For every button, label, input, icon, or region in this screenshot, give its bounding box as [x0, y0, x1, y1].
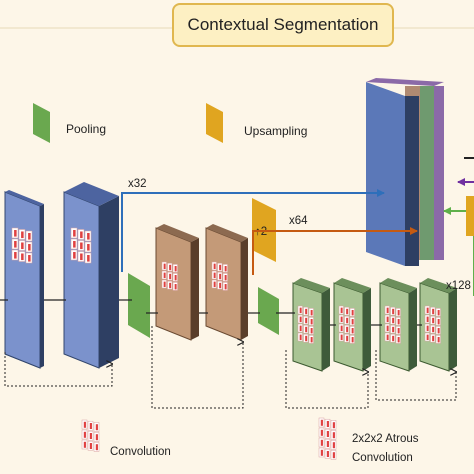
concat-output-stack	[366, 78, 474, 266]
stack-slab-green	[420, 86, 434, 260]
forward-flow-lines	[0, 299, 422, 326]
stack-slab-blue-face	[405, 96, 419, 266]
stack-slab-purple-front	[434, 86, 444, 260]
kernel-block-2	[70, 227, 92, 264]
pooling-1	[128, 273, 150, 338]
kernel-block-4	[211, 261, 228, 291]
atrous-convolution-legend-icon	[318, 417, 337, 460]
title-box: Contextual Segmentation	[172, 3, 394, 47]
upsampling-legend-label: Upsampling	[244, 124, 307, 138]
conv-block-3	[155, 224, 199, 341]
x32-label: x32	[128, 178, 147, 190]
conv-block-1	[4, 190, 44, 369]
x64-skip-arrow	[252, 227, 418, 275]
atrous-legend-label-line2: Convolution	[352, 452, 413, 464]
atrous-block-4	[419, 278, 457, 372]
kernel-atrous-2	[338, 305, 355, 344]
atrous-legend-kernel-grid	[318, 417, 337, 460]
x128-arrow	[443, 207, 474, 296]
pooling-2	[258, 287, 279, 335]
convolution-legend-label: Convolution	[110, 446, 171, 458]
upsampling-block-right-edge	[466, 196, 474, 236]
pooling-legend-label: Pooling	[66, 122, 106, 136]
stack-slab-purple	[366, 78, 444, 86]
diagram-title: Contextual Segmentation	[187, 15, 379, 34]
upsampling-legend-icon	[206, 103, 223, 143]
atrous-legend-label-line1: 2x2x2 Atrous	[352, 433, 419, 445]
convolution-legend-icon	[81, 419, 100, 452]
kernel-atrous-1	[297, 305, 314, 344]
kernel-atrous-3	[384, 305, 401, 344]
kernel-block-1	[11, 227, 33, 264]
skip-connections	[4, 326, 456, 409]
x128-label: x128	[446, 280, 471, 292]
x64-label: x64	[289, 215, 308, 227]
pooling-legend-icon	[33, 103, 50, 143]
stack-slab-blue-side	[366, 82, 405, 266]
x32-skip-arrow	[121, 189, 385, 272]
conv-legend-kernel-grid	[81, 419, 100, 452]
block-kernels	[11, 227, 441, 344]
kernel-block-3	[161, 261, 178, 291]
conv-block-2	[63, 182, 119, 369]
kernel-atrous-4	[424, 305, 441, 344]
